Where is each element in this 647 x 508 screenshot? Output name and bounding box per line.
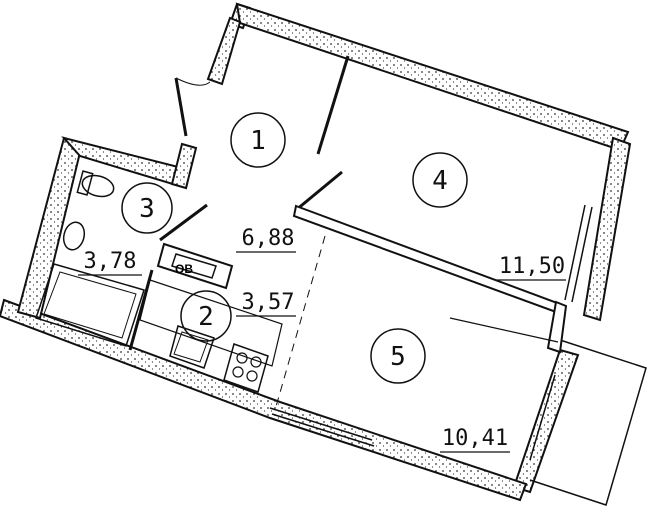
bathroom-fixtures bbox=[35, 170, 145, 347]
room-1-area: 6,88 bbox=[242, 226, 295, 251]
kitchen-sink-icon bbox=[169, 325, 215, 369]
room-4-circle bbox=[412, 152, 468, 208]
room-5-area: 10,41 bbox=[442, 426, 508, 451]
room-2-number: 2 bbox=[198, 302, 214, 332]
partitions bbox=[128, 55, 568, 411]
stove-icon bbox=[223, 343, 269, 393]
room-3-area: 3,78 bbox=[84, 249, 137, 274]
appliance-label: ОВ bbox=[175, 262, 193, 276]
kitchen-fixtures bbox=[139, 279, 283, 393]
toilet-tank-icon bbox=[76, 170, 94, 196]
burner-icon bbox=[246, 370, 258, 382]
counter-edge bbox=[139, 279, 283, 367]
room-3-number: 3 bbox=[139, 194, 155, 224]
wall-entrance-left bbox=[206, 16, 242, 86]
sink-icon bbox=[62, 221, 86, 251]
room-markers: 1 2 3 4 5 bbox=[121, 112, 468, 384]
room-4-number: 4 bbox=[432, 166, 448, 196]
wall-right-upper bbox=[582, 136, 632, 322]
windows bbox=[269, 204, 593, 461]
room-4-area: 11,50 bbox=[499, 254, 565, 279]
room-5-number: 5 bbox=[390, 342, 406, 372]
burner-icon bbox=[232, 366, 244, 378]
room-1-number: 1 bbox=[250, 126, 266, 156]
wall-bottom bbox=[0, 298, 528, 502]
room-2-area: 3,57 bbox=[242, 290, 295, 315]
wall-right-lower bbox=[512, 348, 580, 494]
balcony bbox=[529, 339, 647, 506]
room-3-circle bbox=[121, 182, 173, 234]
wall-left-bath bbox=[16, 136, 84, 320]
toilet-icon bbox=[81, 174, 115, 198]
entrance-door bbox=[174, 77, 211, 137]
wall-bath-corner bbox=[170, 142, 198, 190]
room-1-circle bbox=[230, 112, 286, 168]
room-2-circle bbox=[180, 290, 232, 342]
bathtub-icon bbox=[35, 263, 145, 347]
wall-top bbox=[235, 2, 630, 152]
appliance-box: ОВ bbox=[156, 242, 234, 290]
burner-icon bbox=[236, 352, 248, 364]
room-5-circle bbox=[370, 328, 426, 384]
area-labels: 6,88 3,57 3,78 11,50 10,41 bbox=[78, 226, 566, 453]
